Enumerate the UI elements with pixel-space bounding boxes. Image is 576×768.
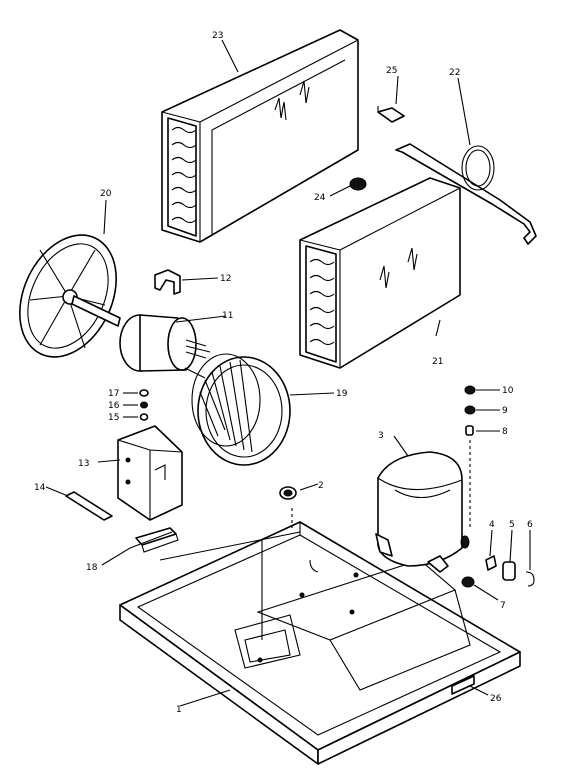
callout-7: 7 — [500, 601, 506, 611]
grommet — [349, 177, 367, 191]
mounting-strip — [65, 491, 113, 521]
callout-17: 17 — [108, 389, 119, 399]
callout-18: 18 — [86, 563, 98, 573]
fan-motor — [119, 314, 211, 379]
callout-2: 2 — [318, 481, 324, 491]
condenser-coil — [161, 29, 359, 243]
evaporator-coil-tubes — [309, 258, 335, 346]
callout-9: 9 — [502, 406, 508, 416]
callout-26: 26 — [490, 694, 502, 704]
callout-6: 6 — [527, 520, 533, 530]
callout-15: 15 — [108, 413, 119, 423]
capillary-tube — [395, 143, 537, 245]
washer-stack — [139, 389, 149, 421]
evaporator-coil — [299, 177, 461, 369]
mounting-plate — [135, 527, 179, 553]
callout-12: 12 — [220, 274, 231, 284]
callout-13: 13 — [78, 459, 89, 469]
callout-23: 23 — [212, 31, 223, 41]
terminal-parts — [461, 555, 535, 588]
callout-21: 21 — [432, 357, 443, 367]
compressor-hardware — [464, 385, 476, 530]
callout-3: 3 — [378, 431, 384, 441]
compressor — [375, 451, 470, 573]
tube-fitting — [377, 106, 405, 123]
leader-lines — [45, 39, 531, 707]
callout-4: 4 — [489, 520, 495, 530]
callout-20: 20 — [100, 189, 112, 199]
callout-25: 25 — [386, 66, 397, 76]
screw — [279, 486, 297, 528]
callout-10: 10 — [502, 386, 514, 396]
callout-11: 11 — [222, 311, 233, 321]
motor-bracket — [154, 269, 181, 295]
callout-22: 22 — [449, 68, 460, 78]
callout-1: 1 — [176, 705, 182, 715]
callout-24: 24 — [314, 193, 326, 203]
callout-19: 19 — [336, 389, 348, 399]
base-pan — [119, 521, 521, 765]
callout-14: 14 — [34, 483, 46, 493]
fan-guard — [19, 234, 121, 358]
callout-8: 8 — [502, 427, 508, 437]
callout-5: 5 — [509, 520, 515, 530]
condenser-coil-tubes — [171, 126, 197, 224]
motor-mount — [117, 425, 183, 521]
callout-16: 16 — [108, 401, 120, 411]
callout-labels: 1 2 3 4 5 6 7 8 9 10 11 12 13 14 15 16 1… — [34, 31, 533, 715]
blower-wheel — [191, 353, 291, 466]
